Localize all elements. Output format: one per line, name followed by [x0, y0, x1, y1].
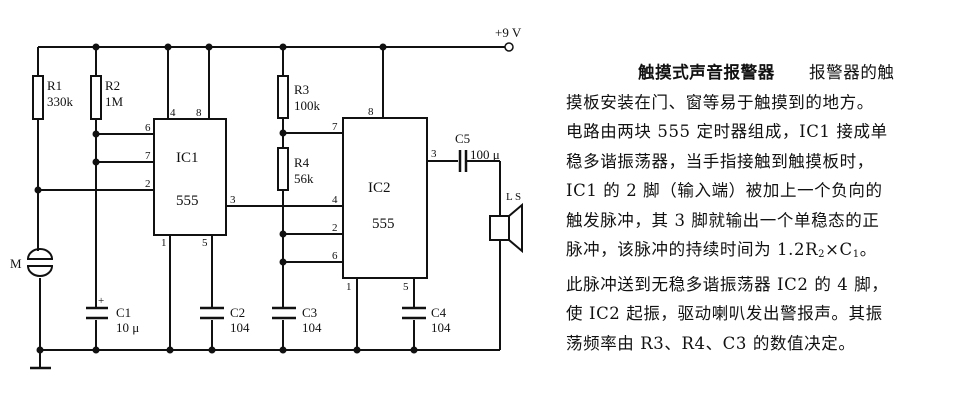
- ic2-pin-5: 5: [403, 281, 409, 293]
- c5-label: C5: [455, 131, 470, 146]
- junction-dot: [279, 43, 287, 51]
- c4-value: 104: [431, 320, 451, 335]
- description-segment: 。: [859, 240, 877, 259]
- ic1-pin-8: 8: [196, 107, 202, 119]
- ic1-label: IC1: [176, 150, 199, 166]
- ic2-type: 555: [372, 216, 395, 232]
- ic2-pin-6: 6: [332, 250, 338, 262]
- alarm-circuit-schematic: +9 V R1 330k R2 1M R3 100k R4 56k + C1 1…: [10, 25, 523, 370]
- description-segment: ×C: [825, 240, 853, 259]
- supply-terminal: [504, 42, 514, 52]
- r2-value: 1M: [105, 94, 124, 109]
- subscript: 2: [818, 249, 826, 260]
- description-line: 荡频率由 R3、R4、C3 的数值决定。: [566, 333, 856, 353]
- junction-dot: [279, 258, 287, 266]
- r4-value: 56k: [294, 171, 314, 186]
- r3-value: 100k: [294, 98, 321, 113]
- ic1-box: [153, 118, 227, 236]
- c1-value: 10 μ: [116, 320, 139, 335]
- junction-dot: [410, 346, 418, 354]
- junction-dot: [279, 346, 287, 354]
- r3-label: R3: [294, 82, 309, 97]
- r1-label: R1: [47, 78, 62, 93]
- junction-dot: [205, 43, 213, 51]
- c1-label: C1: [116, 305, 131, 320]
- description-text: 触摸式声音报警器 报警器的触 摸板安装在门、窗等易于触摸到的地方。 电路由两块 …: [566, 58, 944, 358]
- ic2-box: [342, 117, 428, 279]
- r4-label: R4: [294, 155, 310, 170]
- ic1-pin-3: 3: [230, 194, 236, 206]
- c2-label: C2: [230, 305, 245, 320]
- junction-dot: [166, 346, 174, 354]
- junctions: [34, 43, 418, 354]
- junction-dot: [92, 43, 100, 51]
- junction-dot: [36, 346, 44, 354]
- capacitor-c4: [402, 306, 426, 320]
- capacitor-c3: [272, 306, 296, 320]
- c3-label: C3: [302, 305, 317, 320]
- r2-label: R2: [105, 78, 120, 93]
- junction-dot: [164, 43, 172, 51]
- junction-dot: [92, 158, 100, 166]
- resistor-r4: [277, 147, 289, 191]
- description-line: 电路由两块 555 定时器组成，IC1 接成单: [566, 122, 888, 141]
- ic2-pin-2: 2: [332, 222, 338, 234]
- capacitor-c2: [200, 306, 224, 320]
- ic1-pin-7: 7: [145, 150, 151, 162]
- ic2-pin-3: 3: [431, 148, 437, 160]
- junction-dot: [379, 43, 387, 51]
- ic1-pin-2: 2: [145, 178, 151, 190]
- description-line: 摸板安装在门、窗等易于触摸到的地方。: [566, 92, 874, 112]
- supply-label: +9 V: [495, 25, 522, 40]
- junction-dot: [34, 186, 42, 194]
- c2-value: 104: [230, 320, 250, 335]
- ic1-type: 555: [176, 193, 199, 209]
- resistor-r2: [90, 75, 102, 120]
- touch-plate-icon: [27, 248, 53, 277]
- junction-dot: [279, 129, 287, 137]
- subscript: 1: [852, 249, 860, 260]
- description-line: 触摸式声音报警器 报警器的触: [566, 58, 944, 88]
- c1-polarity: +: [98, 295, 104, 307]
- description-line: 触发脉冲，其 3 脚就输出一个单稳态的正: [566, 210, 880, 230]
- resistor-r1: [32, 75, 44, 120]
- description-line: IC1 的 2 脚（输入端）被加上一个负向的: [566, 181, 883, 200]
- junction-dot: [353, 346, 361, 354]
- description-title: 触摸式声音报警器: [638, 63, 775, 82]
- junction-dot: [92, 346, 100, 354]
- resistor-r3: [277, 75, 289, 119]
- ic2-label: IC2: [368, 180, 391, 196]
- ic1-pin-6: 6: [145, 122, 151, 134]
- description-segment: 报警器的触: [809, 63, 895, 82]
- ic2-pin-1: 1: [346, 281, 352, 293]
- ic2-pin-8: 8: [368, 106, 374, 118]
- ic2-pin-4: 4: [332, 194, 338, 206]
- c5-value: 100 μ: [470, 147, 500, 162]
- m-label: M: [10, 256, 22, 271]
- description-segment: 脉冲，该脉冲的持续时间为 1.2R: [566, 240, 819, 259]
- speaker-icon: [489, 202, 523, 254]
- description-line: 脉冲，该脉冲的持续时间为 1.2R2×C1。: [566, 235, 944, 270]
- c3-value: 104: [302, 320, 322, 335]
- description-line: 稳多谐振荡器，当手指接触到触摸板时，: [566, 151, 874, 171]
- c4-label: C4: [431, 305, 447, 320]
- ic1-pin-4: 4: [170, 107, 176, 119]
- wires: [37, 46, 505, 368]
- description-line: 使 IC2 起振，驱动喇叭发出警报声。其振: [566, 304, 883, 323]
- junction-dot: [279, 230, 287, 238]
- r1-value: 330k: [47, 94, 74, 109]
- speaker-label: L S: [506, 191, 521, 203]
- capacitor-c1: [86, 306, 108, 320]
- capacitor-c5: [458, 150, 468, 172]
- description-line: 此脉冲送到无稳多谐振荡器 IC2 的 4 脚，: [566, 274, 889, 294]
- junction-dot: [92, 130, 100, 138]
- ic1-pin-5: 5: [202, 237, 208, 249]
- ic2-pin-7: 7: [332, 121, 338, 133]
- ic1-pin-1: 1: [161, 237, 167, 249]
- junction-dot: [208, 346, 216, 354]
